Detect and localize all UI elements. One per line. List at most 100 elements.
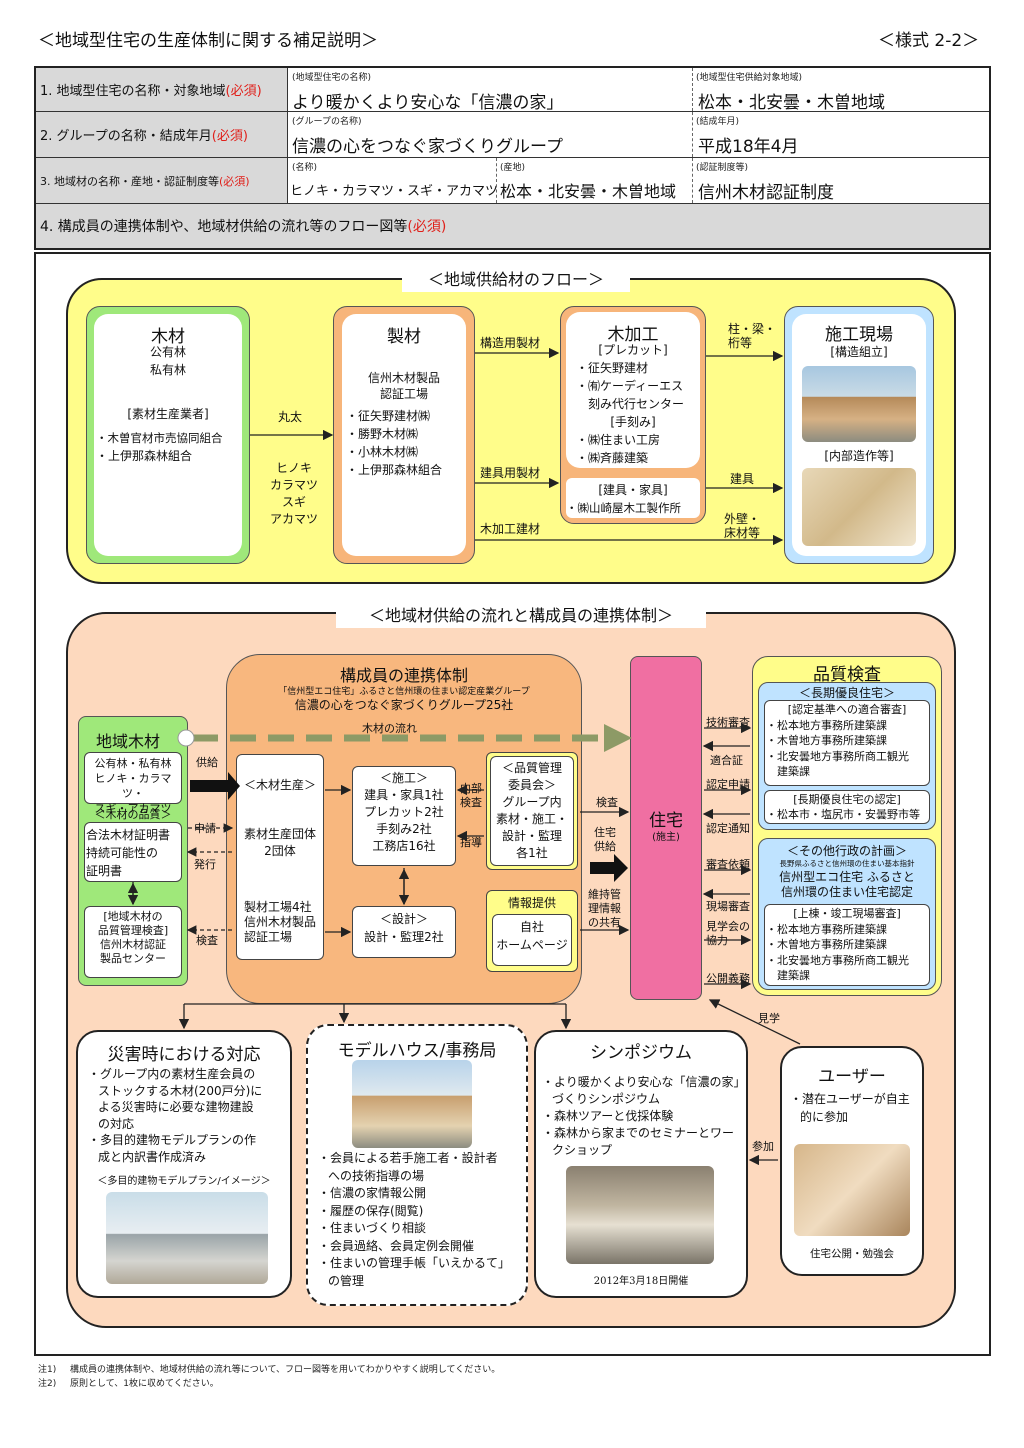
flow2-jutaku-head: 住宅 (649, 811, 683, 831)
flow2-model-head: モデルハウス/事務局 (337, 1041, 497, 1061)
flow2-a_kyokyu: 供給 (196, 756, 218, 769)
row-2-label: 2. グループの名称・結成年月(必須) (36, 112, 288, 157)
flow1-mokka-t1: ・㈱住まい工房 (576, 433, 661, 447)
flow2-seko-l4: 工務店16社 (372, 839, 436, 853)
flow1-site-s1: [構造組立] (830, 345, 888, 359)
housing-name: より暖かくより安心な「信濃の家」 (292, 93, 564, 113)
flow2-saigai-l7: ＜多目的建物モデルプラン/イメージ＞ (97, 1176, 271, 1187)
flow2-seko-head: ＜施工＞ (379, 771, 428, 785)
house-owner-box (630, 656, 702, 1000)
flow2-hinshitsu-l2: 委員会＞ (507, 778, 556, 792)
flow1-wood-m2: ・上伊那森林組合 (96, 449, 193, 463)
table-r3-label: 3. 地域材の名称・産地・認証制度等 (40, 174, 219, 188)
table-r2-cap2: (結成年月) (696, 117, 740, 127)
flow2-renkei-head: 構成員の連携体制 (339, 666, 468, 685)
wood-species: ヒノキ・カラマツ・スギ・アカマツ (290, 184, 499, 199)
flow1-a_kozo: 構造用製材 (480, 336, 541, 350)
flow2-sympo-l1: ・より暖かくより安心な「信濃の家」 (542, 1075, 746, 1089)
flow2-renkei-sub2: 信濃の心をつなぐ家づくりグループ25社 (294, 698, 514, 712)
flow1-seizai-m2: ・勝野木材㈱ (346, 427, 419, 441)
flow2-sympo-l3: ・森林ツアーと伐採体験 (542, 1109, 674, 1123)
row-1-label: 1. 地域型住宅の名称・対象地域(必須) (36, 68, 288, 111)
flow2-mid-3: 認定通知 (706, 822, 750, 835)
flow2-hinshitsu-l5: 設計・監理 (501, 829, 562, 843)
model-plan-photo (106, 1192, 268, 1284)
flow1-seizai-s1: 信州木材製品 (367, 371, 440, 385)
flow1-mokka-p1: ・征矢野建材 (576, 361, 649, 375)
flow2-chiiki-c3: スギ・アカマツ (94, 802, 172, 815)
flow2-chiiki-c1: 公有林・私有林 (94, 757, 172, 770)
flow2-chiiki-k2: 品質管理検査] (97, 924, 169, 937)
flow2-mid-0: 技術審査 (706, 716, 750, 729)
flow2-seisan-f3: 認証工場 (244, 930, 293, 944)
flow-frame (34, 252, 991, 1356)
design-members-box (352, 906, 456, 958)
flow2-saigai-l3: よる災害時に必要な建物建設 (98, 1100, 254, 1114)
flow2-chiiki-k1: [地域木材の (103, 910, 163, 923)
flow2-user-l1: ・潜在ユーザーが自主 (790, 1092, 910, 1106)
flow2-chiiki-q2: 持続可能性の (86, 846, 159, 860)
construction-members-box (352, 766, 456, 866)
flow2-user-a_kengaku: 見学 (758, 1012, 780, 1025)
table-r3-cap3: (認証制度等) (696, 163, 749, 173)
table-r4-label: 4. 構成員の連携体制や、地域材供給の流れ等のフロー図等 (40, 219, 408, 235)
flow2-hinken-oh: ＜その他行政の計画＞ (786, 844, 907, 858)
notes-n1a: 注1) (38, 1365, 57, 1375)
wood-production-box (236, 754, 324, 960)
page-title: ＜地域型住宅の生産体制に関する補足説明＞ (38, 31, 378, 51)
flow2-hinshitsu-l4: 素材・施工・ (495, 812, 568, 826)
flow2-seisan-f1: 製材工場4社 (244, 900, 312, 914)
target-area: 松本・北安曇・木曽地域 (698, 93, 885, 113)
flow1-wood-head: 木材 (151, 327, 185, 347)
flow1-wood-l2: 私有林 (149, 363, 186, 377)
flow2-hinken-ch: ＜長期優良住宅＞ (798, 686, 895, 700)
flow2-hinken-o4: ・松本地方事務所建築課 (766, 922, 887, 936)
flow2-saigai-l1: ・グループ内の素材生産会員の (88, 1067, 256, 1081)
flow2-hinken-o2: 信州環の住まい住宅認定 (780, 885, 913, 899)
flow2-mid-2: 認定申請 (706, 778, 750, 791)
flow2-chiiki-c2: ヒノキ・カラマツ・ (94, 772, 172, 800)
table-r4-req: (必須) (407, 219, 447, 235)
flow1-a_hashira: 柱・梁・ 桁等 (728, 322, 777, 350)
flow2-seisan-g2: 2団体 (264, 844, 296, 858)
flow2-sekkei-head: ＜設計＞ (379, 912, 428, 926)
flow1-mokka-p3: 刻み代行センター (576, 397, 685, 411)
flow2-seisan-f2: 信州木材製品 (244, 915, 317, 929)
flow2-user-a_sanka: 参加 (752, 1140, 774, 1153)
flow2-model-l6: ・会員過絡、会員定例会開催 (318, 1238, 475, 1253)
flow2-hinken-head: 品質検査 (813, 665, 881, 685)
table-r1-req: (必須) (225, 84, 262, 99)
flow2-user-head: ユーザー (818, 1067, 886, 1087)
flow1-mokka-pre: [プレカット] (598, 343, 668, 357)
collaboration-title: ＜地域材供給の流れと構成員の連携体制＞ (336, 600, 706, 628)
table-r3-cap2: (産地) (500, 163, 526, 173)
flow2-model-l5: ・住まいづくり相談 (318, 1221, 427, 1235)
flow2-chiiki-k3: 信州木材認証 (100, 938, 166, 951)
flow2-saigai-l4: の対応 (98, 1116, 135, 1131)
flow1-seizai-head: 製材 (387, 327, 421, 347)
row-2: 2. グループの名称・結成年月(必須) (グループの名称) 信濃の心をつなぐ家づ… (36, 112, 989, 158)
flow2-chiiki-q: ＜木材の品質＞ (94, 808, 172, 821)
flow1-mokka-kg: [建具・家具] (598, 483, 668, 497)
flow2-mid-7: 公開義務 (706, 972, 750, 985)
flow2-sympo-l4: ・森林から家までのセミナーとワー (542, 1126, 735, 1140)
flow2-hinken-n2: ・松本市・塩尻市・安曇野市等 (766, 808, 920, 821)
flow2-model-l3: ・信濃の家情報公開 (318, 1186, 427, 1200)
flow2-hinken-o6: ・北安曇地方事務所商工観光 (766, 953, 909, 967)
flow2-hinshitsu-l1: ＜品質管理 (501, 761, 562, 775)
flow1-wood-m1: ・木曽官材市売協同組合 (96, 431, 223, 445)
flow1-seizai-s2: 認証工場 (379, 387, 428, 401)
flow1-seizai-m1: ・征矢野建材㈱ (346, 409, 431, 423)
flow2-sekkei-l1: 設計・監理2社 (364, 930, 444, 944)
flow2-seisan-head: ＜木材生産＞ (243, 778, 316, 792)
wood-origin: 松本・北安曇・木曽地域 (500, 182, 677, 201)
flow2-joho-l2: ホームページ (496, 938, 568, 952)
flow2-renkei-flow: 木材の流れ (362, 722, 417, 735)
flow2-model-l1: ・会員による若手施工者・設計者 (318, 1151, 498, 1165)
flow1-site-s2: [内部造作等] (824, 449, 894, 463)
flow1-mokka-head: 木加工 (607, 325, 659, 345)
flow2-saigai-l6: 成と内訳書作成済み (98, 1149, 207, 1164)
flow1-mokka-tk: [手刻み] (610, 415, 656, 429)
row-3-label: 3. 地域材の名称・産地・認証制度等(必須) (36, 158, 288, 203)
